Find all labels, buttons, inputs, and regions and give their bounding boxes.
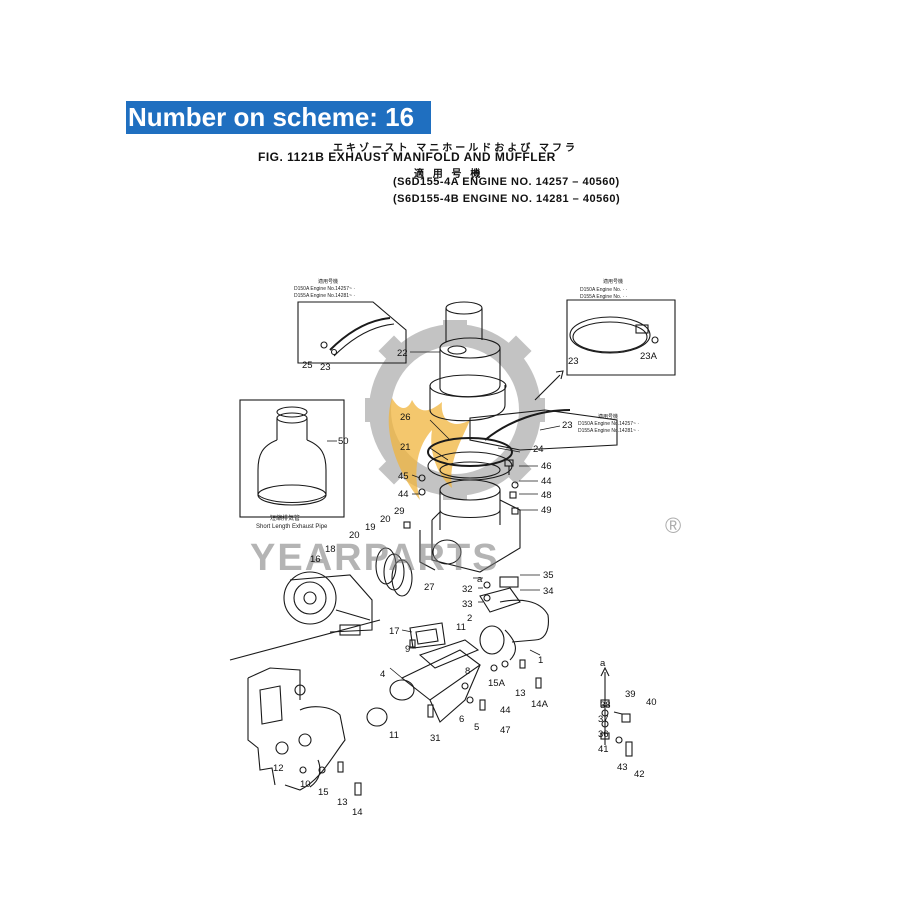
part-label: a: [600, 658, 606, 669]
part-label: 20: [349, 530, 360, 541]
japanese-title: エキゾースト マニホールドおよび マフラ: [333, 143, 579, 154]
part-label: 14A: [531, 699, 549, 710]
engine-line-1: (S6D155-4A ENGINE NO. 14257 – 40560): [393, 176, 620, 188]
inset-right-top-line1: D150A Engine No. · ·: [580, 287, 628, 293]
part-label: 20: [380, 514, 391, 525]
part-label: 44: [500, 705, 511, 716]
part-label: 32: [462, 584, 473, 595]
part-label: 23: [320, 362, 331, 373]
part-label: 4: [380, 669, 385, 680]
part-label: 49: [541, 505, 552, 516]
part-label: 34: [543, 586, 554, 597]
part-label: 21: [400, 442, 411, 453]
inset-right-mid-line1: D150A Engine No.14257~ ·: [578, 421, 639, 427]
part-label: 36: [598, 729, 609, 740]
part-label: 40: [646, 697, 657, 708]
applicability-label: 適 用 号 機: [414, 169, 484, 180]
inset-right-top-header-jp: 適用号機: [603, 278, 623, 285]
part-label: 48: [541, 490, 552, 501]
inset-left-line2: D155A Engine No.14281~ ·: [294, 293, 355, 299]
part-label: 16: [310, 554, 321, 565]
part-label: 25: [302, 360, 313, 371]
part-label: 23: [562, 420, 573, 431]
part-label: 31: [430, 733, 441, 744]
part-label: 41: [598, 744, 609, 755]
part-label: 44: [541, 476, 552, 487]
part-label: 2: [467, 613, 472, 624]
part-label: 15A: [488, 678, 506, 689]
inset-left-header-jp: 適用号機: [318, 278, 338, 285]
part-label: 24: [533, 444, 544, 455]
part-label: 23: [568, 356, 579, 367]
part-label: 44: [398, 489, 409, 500]
part-label: 45: [398, 471, 409, 482]
part-label: 15: [318, 787, 329, 798]
part-label: 6: [459, 714, 464, 725]
part-label: 13: [515, 688, 526, 699]
inset-right-mid-header-jp: 適用号機: [598, 413, 618, 420]
part-label: 23A: [640, 351, 658, 362]
part-label: 42: [634, 769, 645, 780]
figure-title: FIG. 1121B EXHAUST MANIFOLD AND MUFFLER: [258, 150, 556, 164]
part-label: 5: [474, 722, 479, 733]
watermark-text: YEARPARTS: [250, 537, 500, 579]
watermark-flame-icon: [388, 398, 470, 500]
exhaust-manifold: [229, 576, 549, 791]
part-label: 17: [389, 626, 400, 637]
part-label: 8: [465, 666, 470, 677]
part-label: 33: [462, 599, 473, 610]
part-label: 11: [389, 730, 399, 741]
part-label: 39: [625, 689, 636, 700]
part-label: 50: [338, 436, 349, 447]
watermark-registered: ®: [665, 513, 681, 538]
part-label: 1: [538, 655, 543, 666]
muffler-assembly: [419, 301, 521, 573]
part-label: 11: [456, 622, 466, 633]
part-label: 14: [352, 807, 363, 818]
part-label: 10: [300, 779, 311, 790]
part-label: 46: [541, 461, 552, 472]
short-pipe-caption: Short Length Exhaust Pipe: [256, 524, 328, 530]
turbocharger: [283, 547, 413, 636]
part-label: 29: [394, 506, 405, 517]
inset-right-top-line2: D155A Engine No. · ·: [580, 294, 628, 300]
inset-left-line1: D150A Engine No.14257~ ·: [294, 286, 355, 292]
engine-line-2: (S6D155-4B ENGINE NO. 14281 – 40560): [393, 193, 621, 205]
leader-lines: [327, 351, 561, 679]
part-label: 35: [543, 570, 554, 581]
part-label: 43: [617, 762, 628, 773]
scheme-number-badge: Number on scheme: 16: [126, 101, 431, 134]
part-label: 47: [500, 725, 511, 736]
short-pipe-caption-jp: 短縮排気管: [270, 514, 300, 522]
hardware-bolts: [299, 459, 633, 796]
part-label: 12: [273, 763, 284, 774]
part-label: 13: [337, 797, 348, 808]
part-label: 18: [325, 544, 336, 555]
part-label: 37: [598, 714, 609, 725]
inset-band-clamp-right: [566, 299, 676, 376]
inset-right-mid-line2: D155A Engine No.14281~ ·: [578, 428, 639, 434]
inset-clamp-left: [297, 301, 407, 364]
part-label: 19: [365, 522, 376, 533]
part-label: 38: [600, 700, 611, 711]
part-label: 9: [405, 644, 410, 655]
part-label: a: [477, 574, 483, 585]
part-label: 27: [424, 582, 435, 593]
part-label: 22: [397, 348, 408, 359]
part-label: 26: [400, 412, 411, 423]
inset-clamp-right-mid: [469, 409, 618, 451]
watermark-gear-icon: [365, 320, 545, 500]
inset-short-exhaust-pipe: [239, 399, 345, 518]
